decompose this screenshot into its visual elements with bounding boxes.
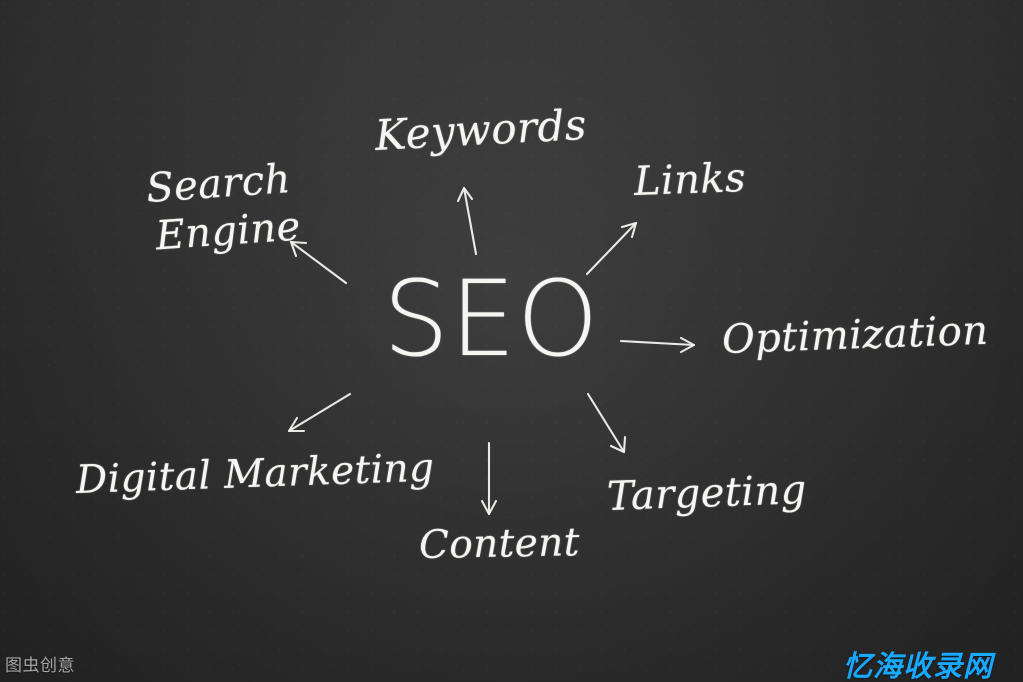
keywords-arrow xyxy=(456,186,478,256)
content-label: Content xyxy=(418,520,581,568)
links-arrow xyxy=(585,221,638,276)
seo-title: SEO xyxy=(383,258,600,380)
targeting-arrow xyxy=(586,392,627,454)
image-source-watermark: 图虫创意 xyxy=(5,656,75,676)
site-watermark: 忆海收录网 xyxy=(843,649,994,682)
optimization-arrow xyxy=(619,336,696,354)
targeting-label: Targeting xyxy=(606,467,808,520)
search-engine-label: Search Engine xyxy=(145,155,303,261)
content-arrow xyxy=(480,441,498,516)
links-label: Links xyxy=(633,155,747,205)
optimization-label: Optimization xyxy=(721,307,990,363)
search-engine-arrow xyxy=(289,240,348,285)
digital-marketing-arrow xyxy=(287,392,352,433)
